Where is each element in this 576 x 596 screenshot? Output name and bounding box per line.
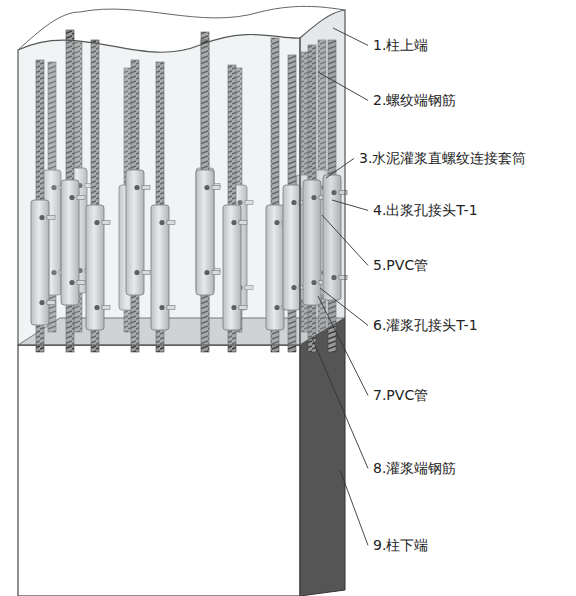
leader-line <box>318 72 368 100</box>
callout-label: 6.灌浆孔接头T-1 <box>372 317 479 334</box>
leader-line <box>332 200 368 210</box>
leader-line <box>322 215 368 265</box>
leader-line <box>312 338 368 468</box>
leader-line <box>340 470 368 545</box>
leader-line <box>333 28 368 45</box>
callout-label: 3.水泥灌浆直螺纹连接套筒 <box>358 150 527 167</box>
leader-line <box>326 158 354 178</box>
callout-label: 9.柱下端 <box>372 537 429 554</box>
callout-label: 4.出浆孔接头T-1 <box>372 202 479 219</box>
upper-column-top <box>18 6 345 50</box>
upper-column-front <box>18 34 300 345</box>
callout-label: 8.灌浆端钢筋 <box>372 460 457 477</box>
callout-label: 5.PVC管 <box>372 257 429 274</box>
callout-label: 7.PVC管 <box>372 387 429 404</box>
callout-label: 2.螺纹端钢筋 <box>372 92 457 109</box>
leader-line <box>320 288 368 325</box>
lower-column-side <box>300 318 345 596</box>
upper-column-side <box>300 10 345 345</box>
leader-line <box>318 296 368 395</box>
lower-column-front <box>18 345 300 596</box>
callout-label: 1.柱上端 <box>372 37 429 54</box>
